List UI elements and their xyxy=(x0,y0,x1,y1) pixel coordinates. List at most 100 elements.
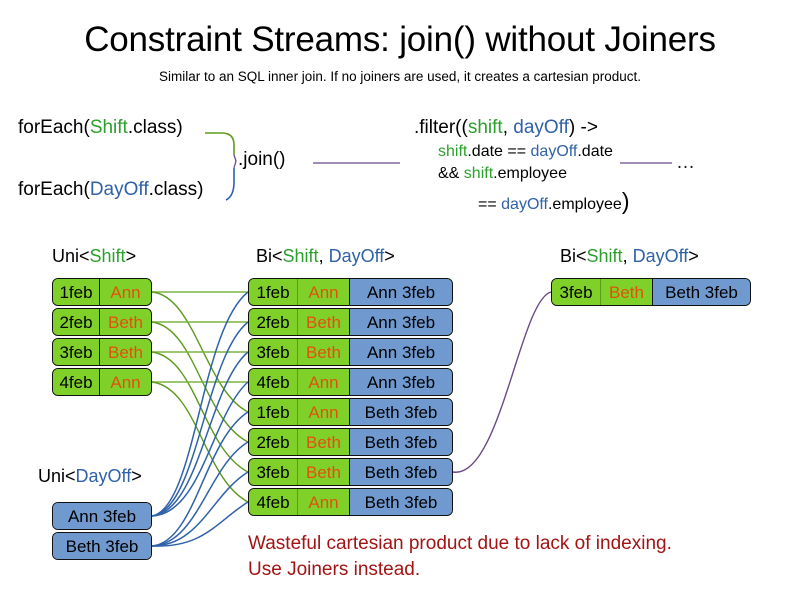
code-foreach-shift: forEach(Shift.class) xyxy=(18,118,183,137)
page-title: Constraint Streams: join() without Joine… xyxy=(84,20,716,59)
code-foreach-shift-suffix: .class) xyxy=(127,117,183,138)
dayoff-text: Ann 3feb xyxy=(53,503,151,529)
code-foreach-dayoff-suffix: .class) xyxy=(148,179,204,200)
shift-fact-row[interactable]: 4feb Ann xyxy=(52,368,152,396)
bi-shift-date: 3feb xyxy=(249,459,297,485)
label-bi-middle: Bi<Shift, DayOff> xyxy=(256,247,395,265)
bi-shift-date: 4feb xyxy=(249,489,297,515)
warning-line-1: Wasteful cartesian product due to lack o… xyxy=(248,533,672,554)
code-filter-line4: == dayOff.employee) xyxy=(478,190,629,213)
bi-fact-row[interactable]: 1feb Ann Ann 3feb xyxy=(248,278,453,306)
dayoff-fact-row[interactable]: Beth 3feb xyxy=(52,532,152,560)
code-param-dayoff: dayOff xyxy=(513,117,569,138)
bi-dayoff: Ann 3feb xyxy=(349,279,452,305)
shift-employee: Beth xyxy=(99,309,151,335)
shift-date: 1feb xyxy=(53,279,99,305)
code-foreach-dayoff: forEach(DayOff.class) xyxy=(18,180,204,199)
bi-fact-row[interactable]: 1feb Ann Beth 3feb xyxy=(248,398,453,426)
bi-shift-date: 1feb xyxy=(249,399,297,425)
bi-shift-employee: Beth xyxy=(297,429,349,455)
bi-shift-date: 2feb xyxy=(249,429,297,455)
code-ref-dayoff-employee: dayOff xyxy=(501,196,548,213)
bi-dayoff: Beth 3feb xyxy=(349,429,452,455)
label-type-shift: Shift xyxy=(282,246,319,266)
code-ref-dayoff-date: dayOff xyxy=(530,143,578,160)
bi-shift-employee: Beth xyxy=(297,339,349,365)
label-bi-middle-prefix: Bi< xyxy=(256,246,283,266)
code-foreach-dayoff-prefix: forEach( xyxy=(18,179,90,200)
bi-shift-date: 4feb xyxy=(249,369,297,395)
bi-shift-employee: Ann xyxy=(297,279,349,305)
bi-fact-row[interactable]: 3feb Beth Beth 3feb xyxy=(248,458,453,486)
bi-fact-row[interactable]: 2feb Beth Ann 3feb xyxy=(248,308,453,336)
bi-shift-employee: Beth xyxy=(297,459,349,485)
bi-shift-employee: Ann xyxy=(297,399,349,425)
label-bi-right-suffix: > xyxy=(688,246,699,266)
dayoff-fact-row[interactable]: Ann 3feb xyxy=(52,502,152,530)
bi-result-row[interactable]: 3feb Beth Beth 3feb xyxy=(551,278,751,306)
code-filter-line3-end: .employee xyxy=(493,165,567,182)
shift-employee: Ann xyxy=(99,369,151,395)
code-filter-line3: && shift.employee xyxy=(438,166,567,182)
label-type-dayoff: DayOff xyxy=(328,246,385,266)
label-uni-dayoff: Uni<DayOff> xyxy=(38,467,142,485)
shift-fact-row[interactable]: 2feb Beth xyxy=(52,308,152,336)
code-type-dayoff: DayOff xyxy=(89,179,149,200)
bi-fact-row[interactable]: 4feb Ann Ann 3feb xyxy=(248,368,453,396)
shift-employee: Beth xyxy=(99,339,151,365)
code-ref-shift-date: shift xyxy=(438,143,468,160)
shift-date: 3feb xyxy=(53,339,99,365)
code-join-call: .join() xyxy=(238,149,286,170)
shift-date: 2feb xyxy=(53,309,99,335)
bi-shift-date: 1feb xyxy=(249,279,297,305)
label-bi-right-comma: , xyxy=(622,246,633,266)
bi-shift-employee: Ann xyxy=(297,369,349,395)
shift-employee: Ann xyxy=(99,279,151,305)
bi-shift-date: 2feb xyxy=(249,309,297,335)
bi-dayoff: Ann 3feb xyxy=(349,339,452,365)
label-type-dayoff: DayOff xyxy=(632,246,689,266)
bi-dayoff: Ann 3feb xyxy=(349,309,452,335)
code-filter-close-paren: ) xyxy=(621,188,630,214)
warning-line-2: Use Joiners instead. xyxy=(248,559,421,580)
code-filter-eq: == xyxy=(478,196,502,213)
bi-shift-date: 3feb xyxy=(552,279,600,305)
code-filter-line2-mid: .date == xyxy=(467,143,531,160)
code-filter-line2: shift.date == dayOff.date xyxy=(438,144,613,160)
bi-shift-employee: Beth xyxy=(600,279,652,305)
code-filter-line1: .filter((shift, dayOff) -> xyxy=(414,118,598,137)
page-subtitle: Similar to an SQL inner join. If no join… xyxy=(159,69,641,84)
bi-shift-employee: Ann xyxy=(297,489,349,515)
code-filter-and: && xyxy=(438,165,464,182)
code-type-shift: Shift xyxy=(89,117,128,138)
bi-dayoff: Ann 3feb xyxy=(349,369,452,395)
code-ellipsis: … xyxy=(676,152,695,173)
label-bi-right: Bi<Shift, DayOff> xyxy=(560,247,699,265)
code-filter-prefix: .filter(( xyxy=(414,117,468,138)
code-param-shift: shift xyxy=(467,117,503,138)
bi-fact-row[interactable]: 2feb Beth Beth 3feb xyxy=(248,428,453,456)
label-uni-shift-suffix: > xyxy=(125,246,137,266)
label-uni-dayoff-prefix: Uni< xyxy=(38,466,76,486)
code-ref-shift-employee: shift xyxy=(463,165,494,182)
bi-fact-row[interactable]: 4feb Ann Beth 3feb xyxy=(248,488,453,516)
bi-dayoff: Beth 3feb xyxy=(652,279,750,305)
bi-dayoff: Beth 3feb xyxy=(349,489,452,515)
code-filter-comma: , xyxy=(502,117,514,138)
bi-dayoff: Beth 3feb xyxy=(349,399,452,425)
bi-fact-row[interactable]: 3feb Beth Ann 3feb xyxy=(248,338,453,366)
shift-fact-row[interactable]: 1feb Ann xyxy=(52,278,152,306)
shift-fact-row[interactable]: 3feb Beth xyxy=(52,338,152,366)
shift-date: 4feb xyxy=(53,369,99,395)
label-type-shift: Shift xyxy=(89,246,126,266)
code-filter-line4-end: .employee xyxy=(547,196,622,213)
bi-shift-date: 3feb xyxy=(249,339,297,365)
bi-shift-employee: Beth xyxy=(297,309,349,335)
dayoff-text: Beth 3feb xyxy=(53,533,151,559)
label-uni-dayoff-suffix: > xyxy=(131,466,142,486)
label-type-dayoff: DayOff xyxy=(75,466,132,486)
label-bi-middle-comma: , xyxy=(318,246,329,266)
code-filter-arrow: ) -> xyxy=(568,117,598,138)
label-uni-shift: Uni<Shift> xyxy=(52,247,136,265)
